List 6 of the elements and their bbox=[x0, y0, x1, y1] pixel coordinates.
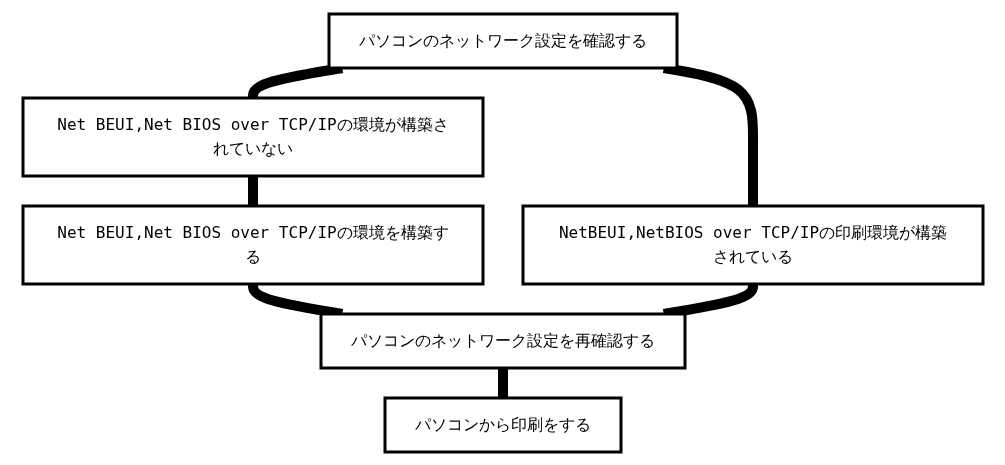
node-box: パソコンから印刷をする bbox=[383, 396, 622, 453]
node-box: Net BEUI,Net BIOS over TCP/IPの環境を構築する bbox=[21, 204, 484, 285]
node-box: パソコンのネットワーク設定を確認する bbox=[327, 12, 678, 69]
node-box: Net BEUI,Net BIOS over TCP/IPの環境が構築されていない bbox=[21, 96, 484, 177]
node-box: NetBEUI,NetBIOS over TCP/IPの印刷環境が構築されている bbox=[521, 204, 984, 285]
node-box: パソコンのネットワーク設定を再確認する bbox=[319, 312, 686, 369]
